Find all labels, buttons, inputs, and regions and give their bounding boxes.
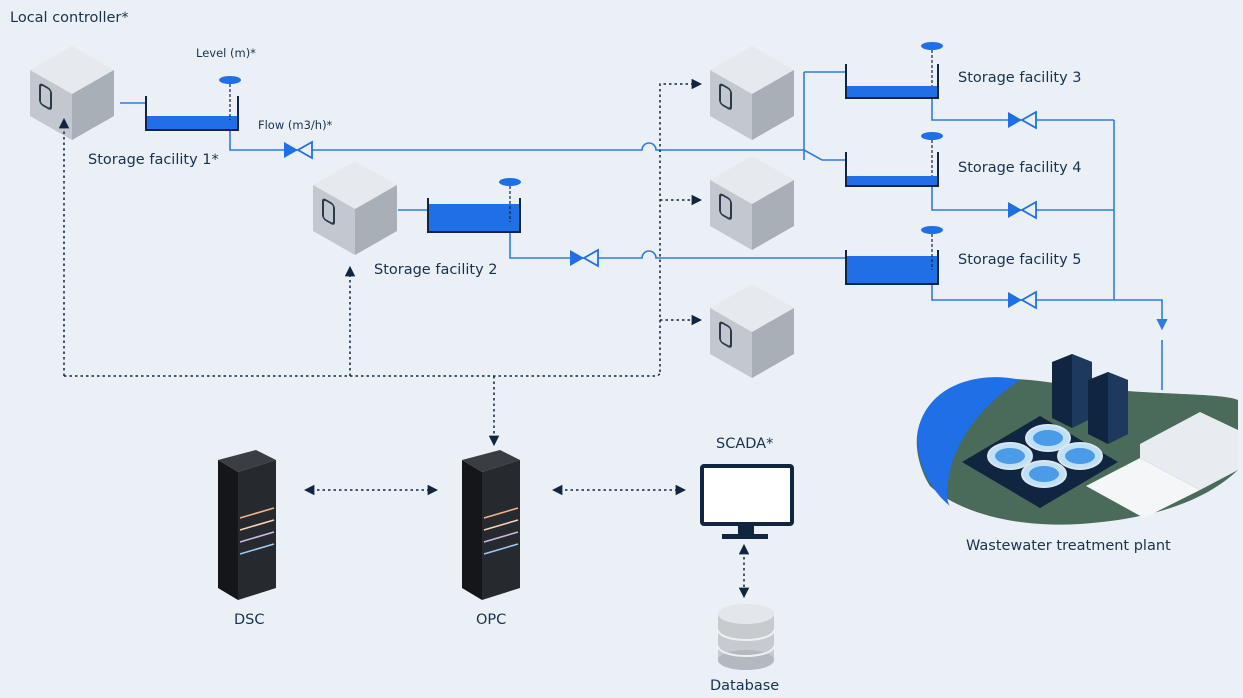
cube-controller-icon [709, 45, 795, 141]
local-controller-label: Local controller* [10, 10, 129, 26]
opc-label: OPC [476, 612, 507, 628]
wwtp-label: Wastewater treatment plant [966, 538, 1171, 554]
storage-facility-3-label: Storage facility 3 [958, 70, 1082, 86]
tank-icon [845, 41, 944, 99]
cube-controller-icon [709, 155, 795, 251]
valve-icon [1007, 111, 1037, 129]
valve-icon [569, 249, 599, 267]
treatment-plant-icon [916, 354, 1238, 525]
cube-controller-icon [709, 283, 795, 379]
flow-label: Flow (m3/h)* [258, 118, 333, 132]
valve-icon [283, 141, 313, 159]
tank-icon [145, 75, 242, 131]
valve-icon [1007, 201, 1037, 219]
storage-facility-1-label: Storage facility 1* [88, 152, 219, 168]
tank-icon [427, 177, 522, 233]
storage-facility-5-label: Storage facility 5 [958, 252, 1082, 268]
database-cylinder-icon [717, 604, 775, 670]
monitor-icon [700, 464, 794, 539]
database-label: Database [710, 678, 780, 694]
storage-facility-2-label: Storage facility 2 [374, 262, 498, 278]
cube-controller-icon [29, 45, 115, 141]
control-network [58, 78, 750, 599]
server-rack-icon [461, 449, 521, 601]
valve-icon [1007, 291, 1037, 309]
storage-facility-4-label: Storage facility 4 [958, 160, 1082, 176]
level-label: Level (m)* [196, 46, 256, 60]
scada-label: SCADA* [716, 436, 774, 452]
dsc-label: DSC [234, 612, 265, 628]
pipe-network [120, 71, 1168, 390]
server-rack-icon [217, 449, 277, 601]
cube-controller-icon [312, 160, 398, 256]
tank-icon [845, 131, 944, 187]
tank-icon [845, 225, 944, 285]
